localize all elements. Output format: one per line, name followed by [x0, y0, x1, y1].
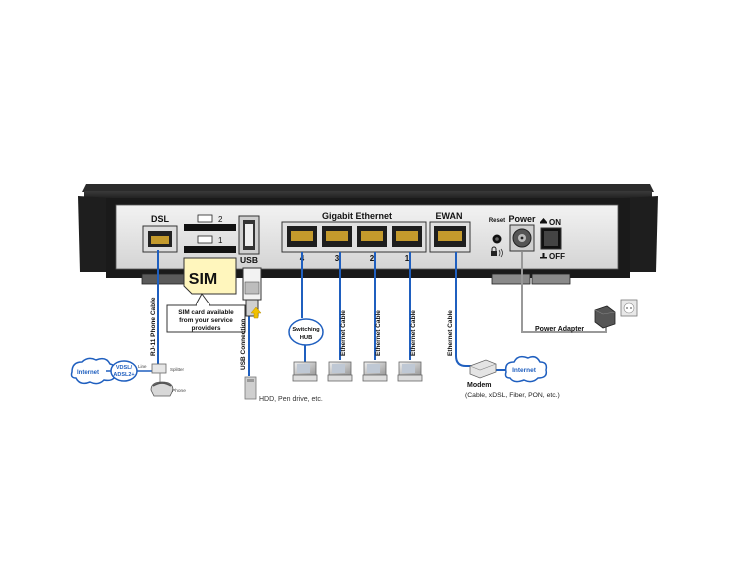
power-switch[interactable] [540, 227, 562, 250]
sim-card-icon [183, 257, 237, 295]
internet-ewan-label: Internet [512, 367, 537, 374]
wall-outlet-icon [620, 299, 638, 317]
sim-slot-2[interactable] [184, 214, 236, 231]
power-adapter-label: Power Adapter [535, 326, 584, 333]
sim-note-line1: SIM card available [178, 309, 234, 316]
usb-connection-label: USB Connection [240, 319, 247, 370]
reset-button[interactable] [492, 234, 502, 244]
gigabit-ethernet-label: Gigabit Ethernet [322, 211, 392, 221]
sim-slot-1[interactable] [184, 235, 236, 253]
cables [157, 250, 506, 376]
vdsl-label-1: VDSL/ [116, 365, 133, 371]
usb-plug-icon [242, 267, 262, 317]
computer-icon [397, 361, 423, 382]
lock-icon [491, 246, 503, 258]
dsl-label: DSL [151, 214, 170, 224]
ethernet-port-4[interactable] [287, 226, 317, 247]
vdsl-label-2: ADSL2+ [113, 372, 134, 378]
ethernet-cable-label-1: Ethernet Cable [410, 310, 417, 356]
power-label: Power [508, 214, 536, 224]
port-3-label: 3 [335, 254, 340, 263]
modem-label: Modem [467, 382, 492, 389]
vdsl-oval [110, 360, 138, 382]
splitter-label: Splitter [170, 367, 185, 372]
ethernet-port-3[interactable] [322, 226, 352, 247]
power-adapter-icon [594, 305, 616, 329]
sim-slot-1-label: 1 [218, 236, 223, 245]
phone-icon [150, 381, 174, 397]
splitter-icon [151, 363, 167, 374]
sim-note-line2: from your service [179, 317, 233, 324]
port-2-label: 2 [370, 254, 375, 263]
computer-icon [327, 361, 353, 382]
rj11-cable-label: RJ-11 Phone Cable [150, 297, 157, 356]
hub-label-2: HUB [300, 335, 313, 341]
sim-slot-2-label: 2 [218, 215, 223, 224]
ewan-cable-label: Ethernet Cable [447, 310, 454, 356]
power-adapter-cable [521, 252, 607, 333]
reset-label: Reset [489, 218, 505, 224]
on-icon [540, 218, 547, 224]
hub-label-1: Switching [292, 327, 320, 333]
power-jack[interactable] [509, 224, 535, 252]
sim-card-label: SIM [189, 271, 217, 288]
switching-hub-icon [288, 318, 324, 346]
modem-types-label: (Cable, xDSL, Fiber, PON, etc.) [465, 392, 560, 399]
off-icon [540, 253, 547, 259]
ethernet-port-2[interactable] [357, 226, 387, 247]
sim-note-callout [166, 293, 246, 333]
switch-on-label: ON [549, 218, 561, 227]
line-label: Line [138, 364, 147, 369]
ewan-cable [455, 252, 472, 367]
usb-label: USB [240, 255, 258, 265]
ethernet-cable-label-3: Ethernet Cable [340, 310, 347, 356]
usb-port[interactable] [238, 215, 260, 255]
dsl-port[interactable] [142, 225, 178, 253]
switch-off-label: OFF [549, 252, 565, 261]
internet-cloud-ewan [504, 355, 548, 383]
internet-dsl-label: Internet [77, 370, 99, 376]
ewan-label: EWAN [436, 211, 463, 221]
ethernet-cable-label-2: Ethernet Cable [375, 310, 382, 356]
modem-icon [469, 359, 497, 379]
ethernet-port-1[interactable] [392, 226, 422, 247]
computer-icon [292, 361, 318, 382]
computer-icon [362, 361, 388, 382]
hdd-icon [244, 376, 257, 400]
arrow-up-icon [250, 306, 262, 319]
phone-label: Phone [172, 388, 186, 394]
usb-device-label: HDD, Pen drive, etc. [259, 396, 323, 403]
sim-note-line3: providers [191, 325, 221, 332]
ewan-port[interactable] [429, 221, 471, 253]
port-1-label: 1 [405, 254, 410, 263]
